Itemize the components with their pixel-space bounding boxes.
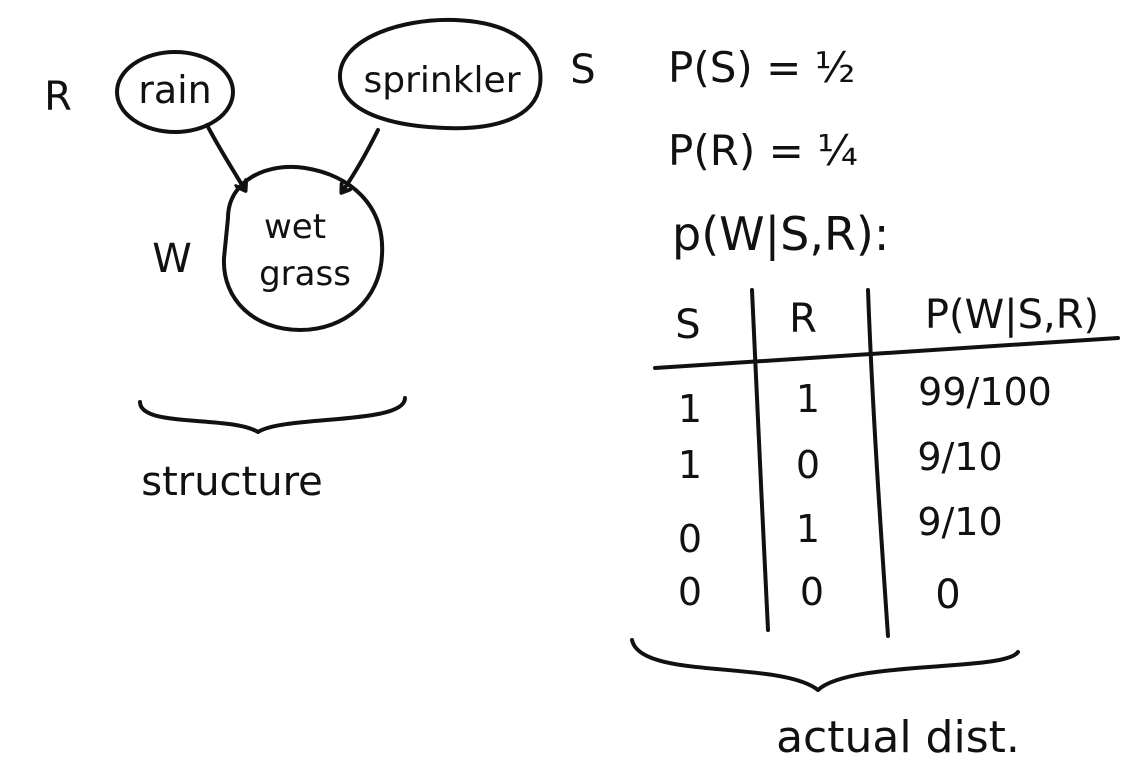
table-row-4-s: 0 [678, 570, 702, 614]
edge-rain-to-wetgrass [205, 123, 245, 190]
table-vertical-line-1 [750, 288, 770, 632]
table-row-3-s: 0 [678, 517, 702, 561]
table-header-r: R [789, 296, 817, 342]
table-row-3-p: 9/10 [917, 500, 1002, 544]
table-row-2-p: 9/10 [917, 435, 1002, 479]
structure-brace [138, 396, 407, 434]
prob-p-w-given: p(W|S,R): [672, 207, 889, 262]
prob-p-s: P(S) = ½ [668, 43, 855, 92]
table-row-2-r: 0 [796, 443, 820, 487]
prob-p-r: P(R) = ¼ [668, 126, 858, 175]
node-rain-label: rain [138, 68, 212, 112]
table-row-1-r: 1 [796, 377, 820, 421]
node-wet-grass-label-line2: grass [259, 254, 351, 294]
actual-dist-brace [630, 638, 1020, 692]
actual-dist-label: actual dist. [776, 712, 1020, 763]
table-row-4-p: 0 [935, 572, 960, 618]
node-rain: rain [115, 50, 235, 134]
symbol-s: S [570, 47, 595, 93]
table-header-s: S [675, 302, 700, 348]
table-row-1-s: 1 [678, 387, 702, 431]
symbol-r: R [44, 74, 72, 120]
table-vertical-line-2 [866, 288, 890, 638]
table-header-pw: P(W|S,R) [925, 292, 1099, 338]
table-row-2-s: 1 [678, 443, 702, 487]
table-row-4-r: 0 [800, 570, 824, 614]
node-sprinkler: sprinkler [337, 17, 543, 131]
edge-sprinkler-to-wetgrass [342, 128, 380, 192]
table-header-line [653, 336, 1120, 370]
node-wet-grass: wet grass [221, 164, 385, 332]
symbol-w: W [152, 236, 192, 282]
table-row-1-p: 99/100 [918, 370, 1052, 414]
node-sprinkler-label: sprinkler [363, 60, 520, 101]
node-wet-grass-label-line1: wet [264, 207, 326, 247]
structure-label: structure [141, 459, 323, 505]
table-row-3-r: 1 [796, 507, 820, 551]
